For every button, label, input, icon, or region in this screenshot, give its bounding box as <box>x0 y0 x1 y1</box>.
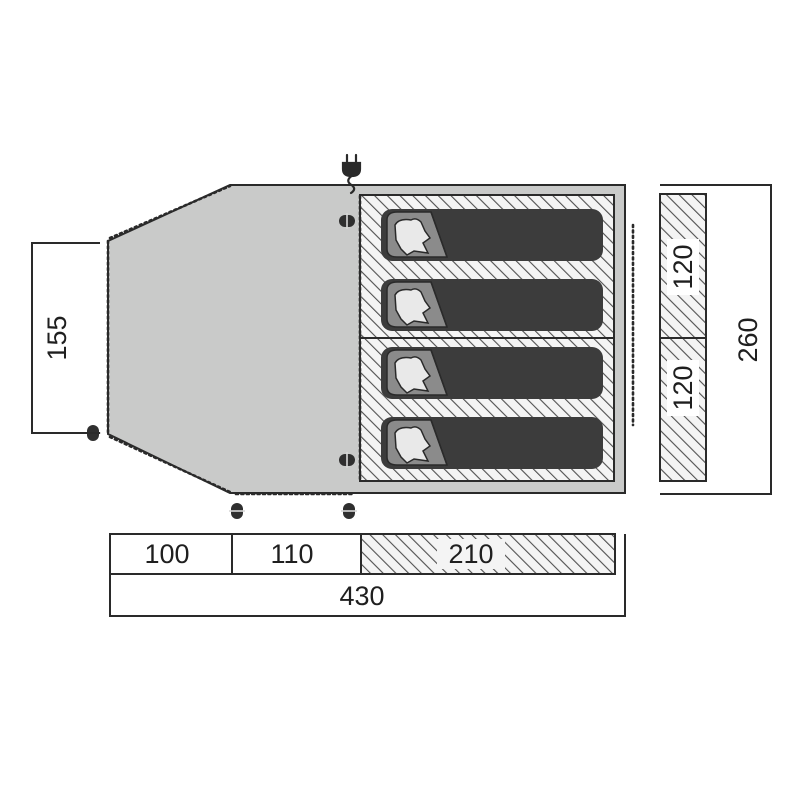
depth-section-box <box>231 533 362 575</box>
depth-section-label: 110 <box>270 539 313 569</box>
total-depth-bracket <box>109 534 626 617</box>
sleeping-bag-icon <box>380 346 604 400</box>
total-depth-label: 430 <box>339 581 384 611</box>
sleeping-bag-icon <box>380 278 604 332</box>
depth-section-box <box>109 533 233 575</box>
door-toggle-icon <box>340 502 358 520</box>
awning-dotted-edge <box>108 435 232 494</box>
bedroom-width-label: 120 <box>668 244 698 289</box>
bedroom-width-label: 120 <box>668 365 698 410</box>
depth-section-label: 100 <box>144 539 189 569</box>
depth-section-label: 210 <box>448 539 493 569</box>
awning-dotted-edge <box>108 184 232 240</box>
total-width-bracket <box>660 184 772 495</box>
sleeping-bag-icon <box>380 416 604 470</box>
side-width-label: 155 <box>42 315 72 360</box>
power-plug-icon <box>341 153 362 195</box>
door-toggle-icon <box>228 502 246 520</box>
sleeping-bag-icon <box>380 208 604 262</box>
total-width-label: 260 <box>733 317 763 362</box>
side-width-bracket <box>31 242 100 434</box>
